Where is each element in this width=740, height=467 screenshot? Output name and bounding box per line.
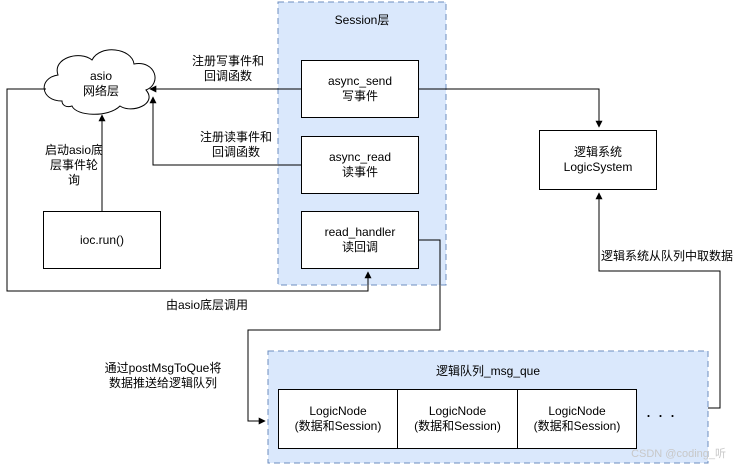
label-start-asio: 启动asio底 层事件轮 询 <box>38 143 110 188</box>
logic-system-line2: LogicSystem <box>563 160 633 174</box>
label-start-asio-line3: 询 <box>67 173 80 187</box>
read-handler-line1: read_handler <box>324 225 396 239</box>
label-register-write-line2: 回调函数 <box>203 69 252 83</box>
msg-que-title: 逻辑队列_msg_que <box>435 364 541 378</box>
async-send-line1: async_send <box>327 74 393 88</box>
arrow-read-to-asio <box>149 96 301 166</box>
asio-cloud <box>43 49 156 115</box>
label-register-write-line1: 注册写事件和 <box>191 54 264 68</box>
label-register-read-line1: 注册读事件和 <box>199 130 272 144</box>
logic-node-1-line1: LogicNode <box>309 404 367 418</box>
asio-label-line1: asio <box>89 69 112 83</box>
async-read-line1: async_read <box>328 150 392 164</box>
logic-node-1: LogicNode (数据和Session) <box>278 389 398 449</box>
label-start-asio-line1: 启动asio底 <box>44 143 103 157</box>
logic-node-1-line2: (数据和Session) <box>294 419 382 433</box>
queue-ellipsis: . . . <box>646 401 677 421</box>
label-fetch-data: 逻辑系统从队列中取数据 <box>601 249 734 264</box>
session-title: Session层 <box>334 13 390 27</box>
logic-node-3-line1: LogicNode <box>548 404 606 418</box>
logic-system-box: 逻辑系统 LogicSystem <box>539 130 657 190</box>
logic-node-2: LogicNode (数据和Session) <box>397 389 518 449</box>
async-send-line2: 写事件 <box>341 89 378 103</box>
async-read-line2: 读事件 <box>341 165 378 179</box>
logic-node-3-line2: (数据和Session) <box>533 419 621 433</box>
arrow-handler-to-queue <box>247 239 441 425</box>
logic-system-line1: 逻辑系统 <box>573 145 622 159</box>
logic-node-2-line1: LogicNode <box>428 404 487 418</box>
read-handler-line2: 读回调 <box>341 240 378 254</box>
label-register-read-line2: 回调函数 <box>211 145 260 159</box>
label-start-asio-line2: 层事件轮 <box>49 158 98 172</box>
arrow-send-to-logic <box>419 88 603 128</box>
arrow-queue-to-logic <box>595 192 721 409</box>
logic-node-3: LogicNode (数据和Session) <box>517 389 637 449</box>
label-push-msg-line2: 数据推送给逻辑队列 <box>108 376 217 390</box>
label-called-by-asio: 由asio底层调用 <box>166 298 249 312</box>
read-handler-box: read_handler 读回调 <box>301 211 419 269</box>
label-register-write: 注册写事件和 回调函数 <box>180 54 276 84</box>
async-read-box: async_read 读事件 <box>301 136 419 194</box>
ioc-run-label: ioc.run() <box>79 232 124 247</box>
asio-label: asio 网络层 <box>56 69 146 99</box>
label-push-msg: 通过postMsgToQue将 数据推送给逻辑队列 <box>98 361 228 391</box>
async-send-box: async_send 写事件 <box>301 60 419 118</box>
ioc-run-box: ioc.run() <box>43 211 161 269</box>
watermark: CSDN @coding_听 <box>631 448 726 460</box>
asio-label-line2: 网络层 <box>82 84 119 98</box>
label-register-read: 注册读事件和 回调函数 <box>188 130 284 160</box>
logic-node-2-line2: (数据和Session) <box>414 419 501 433</box>
arrow-asio-to-handler <box>6 88 372 292</box>
label-push-msg-line1: 通过postMsgToQue将 <box>104 361 222 375</box>
